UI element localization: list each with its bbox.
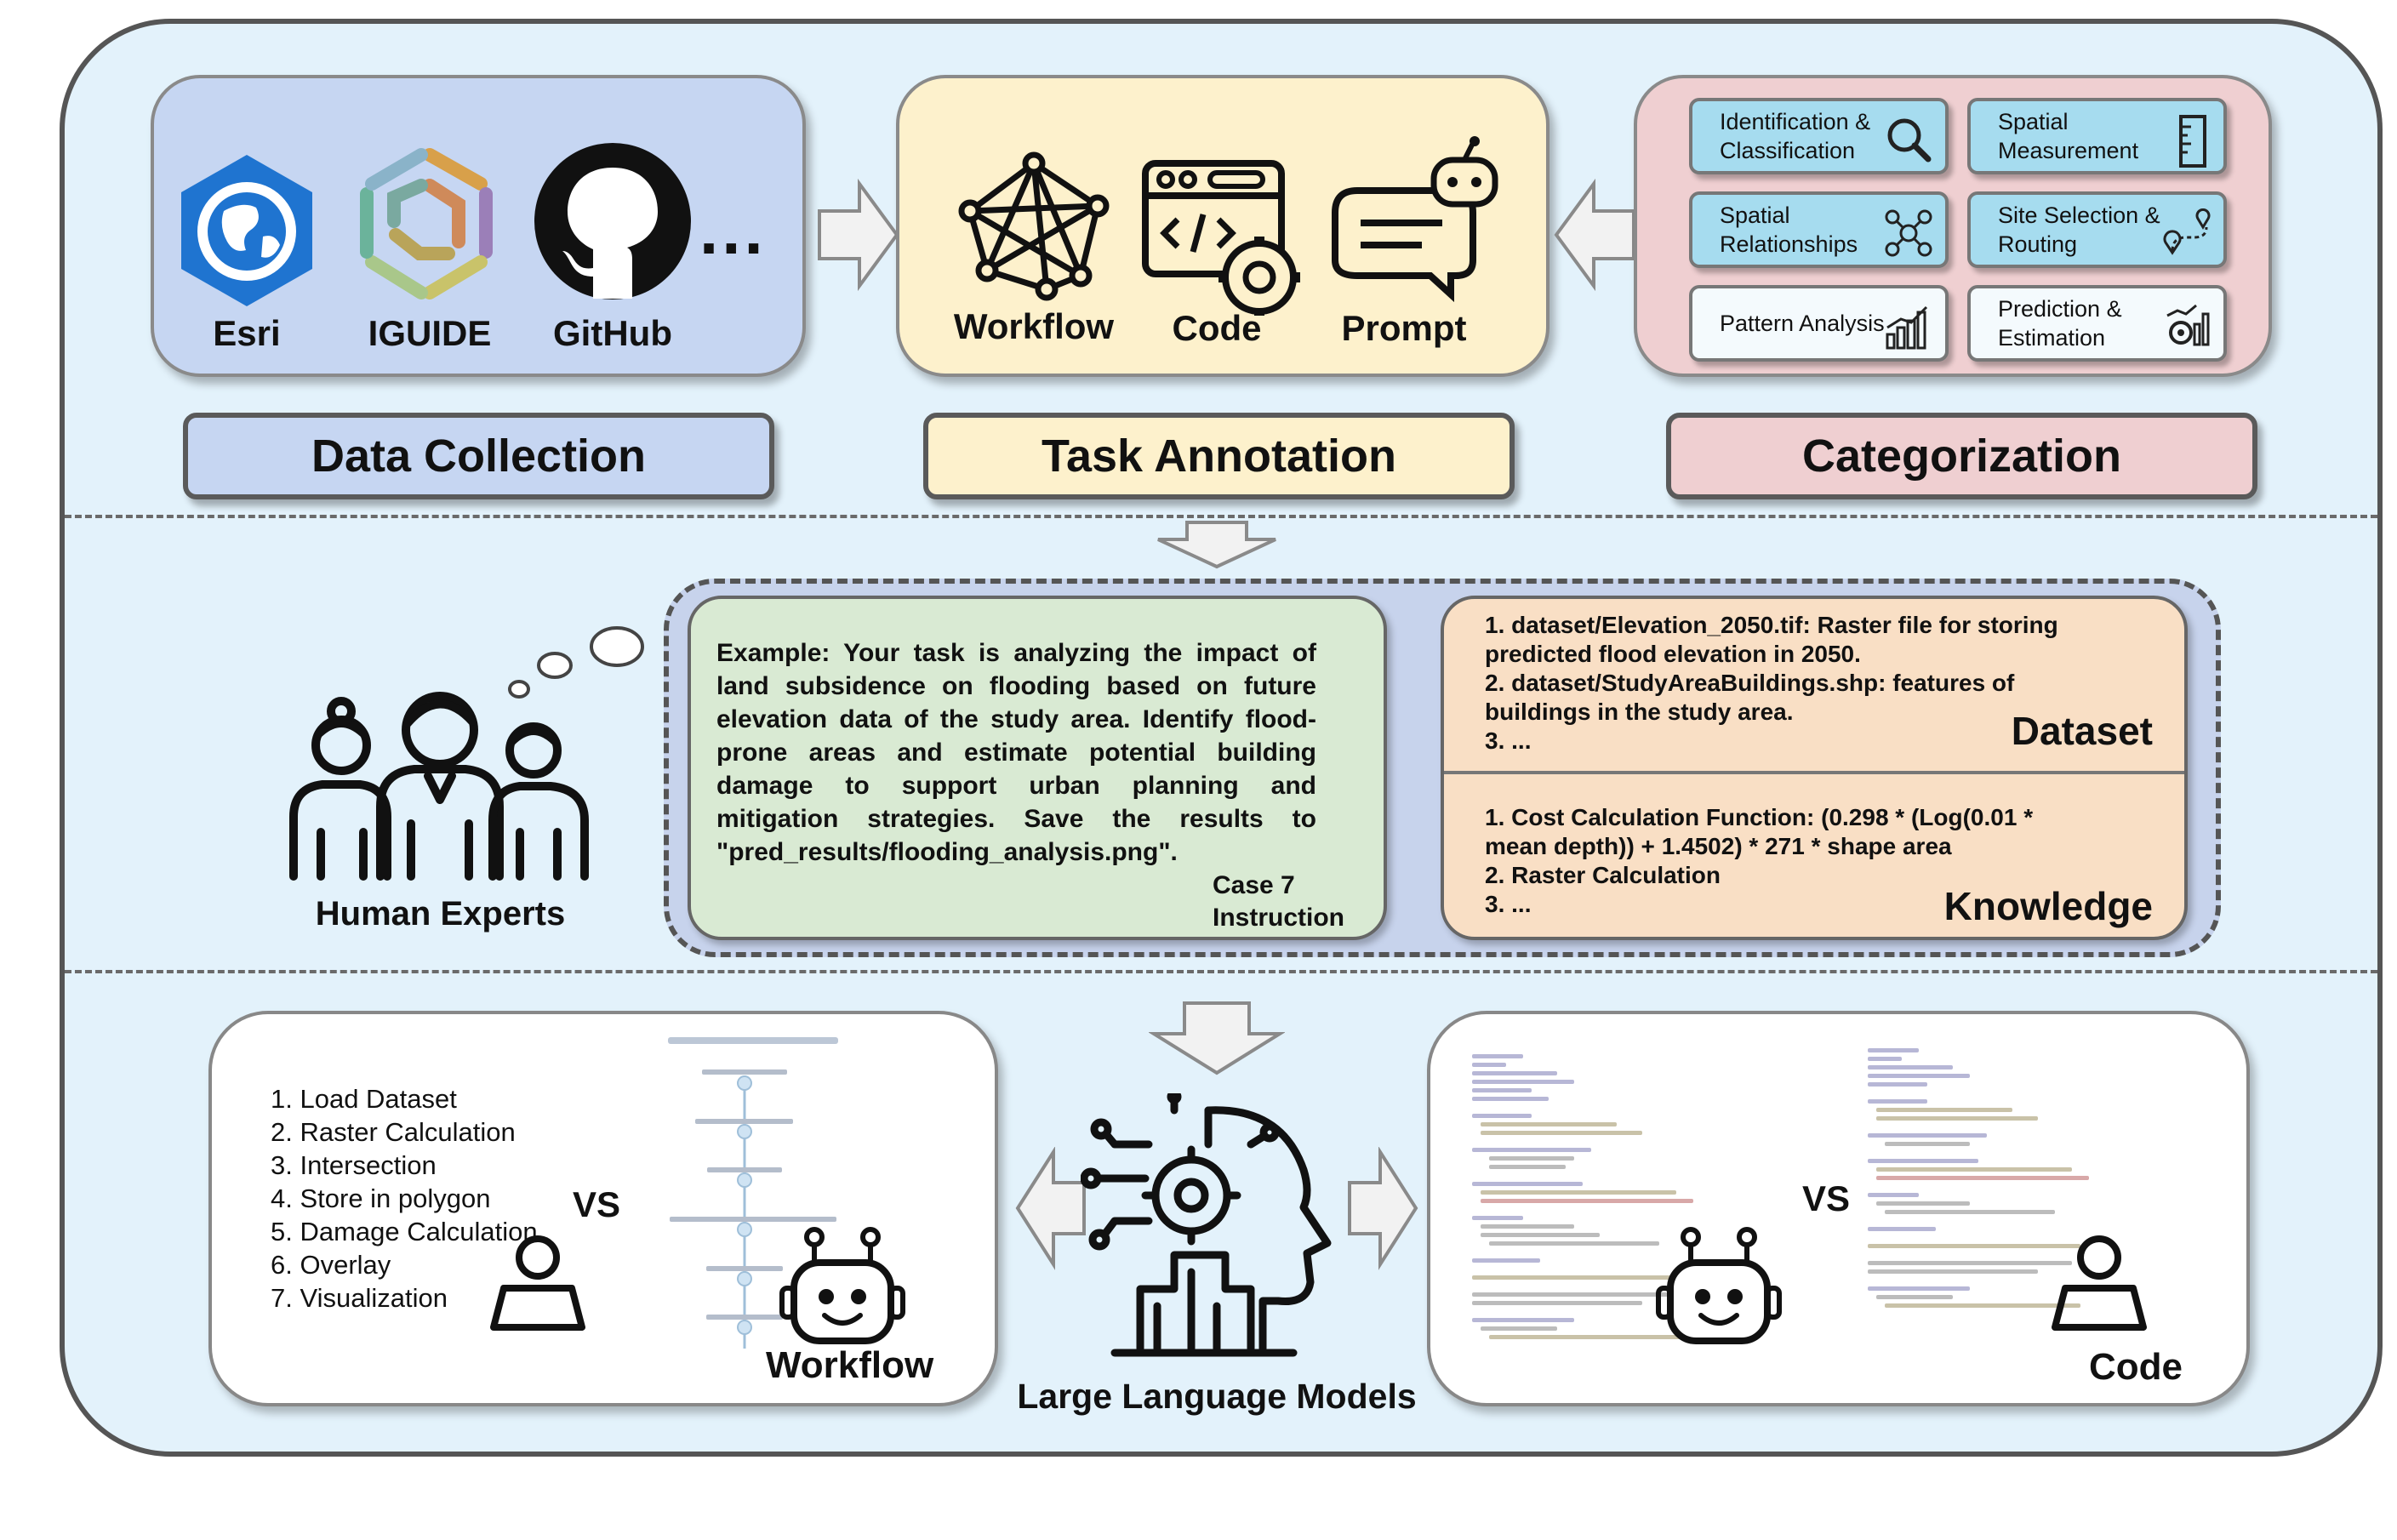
human-experts-label: Human Experts	[315, 895, 566, 933]
workflow-label: Workflow	[953, 306, 1115, 346]
magnifier-icon	[1887, 118, 1932, 163]
workflow-step: 7. Visualization	[271, 1283, 448, 1313]
arrow-left-llm-icon	[1015, 1147, 1086, 1270]
workflow-steps-list: 1. Load Dataset 2. Raster Calculation 3.…	[271, 1082, 538, 1315]
instruction-title: Instruction	[1213, 904, 1344, 932]
knowledge-line-3: 2. Raster Calculation	[1485, 862, 1721, 888]
arrow-down-icon	[1157, 521, 1276, 569]
vs-label-right: VS	[1802, 1178, 1851, 1218]
categorization-label: Categorization	[1666, 413, 2257, 499]
arrow-right-icon	[818, 179, 899, 292]
human-experts-icon	[289, 692, 589, 881]
knowledge-title: Knowledge	[1943, 884, 2153, 928]
llm-label: Large Language Models	[1017, 1377, 1417, 1416]
workflow-diagram-thumbnail	[668, 1037, 838, 1349]
workflow-network-icon	[958, 151, 1110, 301]
instruction-case-label: Case 7	[1213, 871, 1295, 899]
divider-bottom	[65, 970, 2377, 973]
workflow-step: 6. Overlay	[271, 1250, 391, 1280]
code-snippet-thumbnail-right	[1868, 1045, 2089, 1343]
category-pattern-analysis: Pattern Analysis	[1689, 285, 1949, 362]
dataset-knowledge-divider	[1444, 771, 2184, 774]
code-snippet-thumbnail-left	[1472, 1051, 1693, 1349]
workflow-step: 3. Intersection	[271, 1150, 437, 1180]
instruction-text: Example: Your task is analyzing the impa…	[716, 639, 1316, 866]
iguide-label: IGUIDE	[368, 313, 492, 353]
arrow-left-icon	[1554, 179, 1635, 292]
divider-top	[65, 515, 2377, 518]
thought-bubble-icon	[508, 626, 644, 699]
github-logo-icon	[534, 143, 691, 299]
code-panel-label: Code	[2089, 1346, 2183, 1388]
esri-logo-icon	[181, 155, 312, 306]
network-icon	[1885, 209, 1932, 257]
dataset-line-3: 2. dataset/StudyAreaBuildings.shp: featu…	[1485, 670, 2015, 696]
route-icon	[2163, 208, 2211, 255]
dataset-title: Dataset	[2011, 709, 2153, 753]
workflow-step: 1. Load Dataset	[271, 1084, 457, 1114]
gear-chart-icon	[2166, 304, 2210, 346]
prompt-label: Prompt	[1341, 308, 1467, 348]
person-icon	[490, 1235, 585, 1331]
instruction-box	[688, 596, 1387, 940]
code-comparison-panel	[1427, 1011, 2250, 1406]
code-window-icon	[1142, 160, 1300, 316]
dataset-line-4: buildings in the study area.	[1485, 699, 1794, 725]
knowledge-line-2: mean depth)) + 1.4502) * 271 * shape are…	[1485, 833, 1952, 859]
dataset-line-5: 3. ...	[1485, 727, 1532, 754]
github-label: GitHub	[553, 313, 672, 353]
esri-label: Esri	[213, 313, 281, 353]
prompt-bot-icon	[1332, 136, 1498, 302]
ruler-icon	[2179, 115, 2206, 168]
category-prediction-estimation: Prediction &Estimation	[1967, 285, 2227, 362]
code-label: Code	[1172, 308, 1262, 348]
knowledge-line-4: 3. ...	[1485, 891, 1532, 917]
robot-icon	[1656, 1227, 1782, 1344]
knowledge-line-1: 1. Cost Calculation Function: (0.298 * (…	[1485, 804, 2034, 830]
llm-head-icon	[1081, 1093, 1332, 1357]
person-icon	[2052, 1235, 2147, 1331]
arrow-down-llm-icon	[1149, 1001, 1285, 1075]
iguide-logo-icon	[360, 148, 493, 299]
dataset-line-2: predicted flood elevation in 2050.	[1485, 641, 1861, 667]
workflow-step: 4. Store in polygon	[271, 1184, 491, 1213]
task-annotation-label: Task Annotation	[923, 413, 1515, 499]
bar-chart-icon	[1886, 305, 1928, 350]
workflow-panel-label: Workflow	[766, 1344, 934, 1386]
category-identification-classification: Identification &Classification	[1689, 98, 1949, 174]
data-collection-label: Data Collection	[183, 413, 774, 499]
arrow-right-llm-icon	[1348, 1147, 1418, 1270]
category-site-selection-routing: Site Selection &Routing	[1967, 191, 2227, 268]
robot-icon	[779, 1227, 905, 1344]
more-sources-label: ...	[699, 192, 767, 268]
workflow-step: 5. Damage Calculation	[271, 1217, 538, 1246]
workflow-step: 2. Raster Calculation	[271, 1117, 516, 1147]
dataset-knowledge-box	[1441, 596, 2188, 940]
dataset-line-1: 1. dataset/Elevation_2050.tif: Raster fi…	[1485, 612, 2058, 638]
vs-label-left: VS	[573, 1184, 621, 1224]
